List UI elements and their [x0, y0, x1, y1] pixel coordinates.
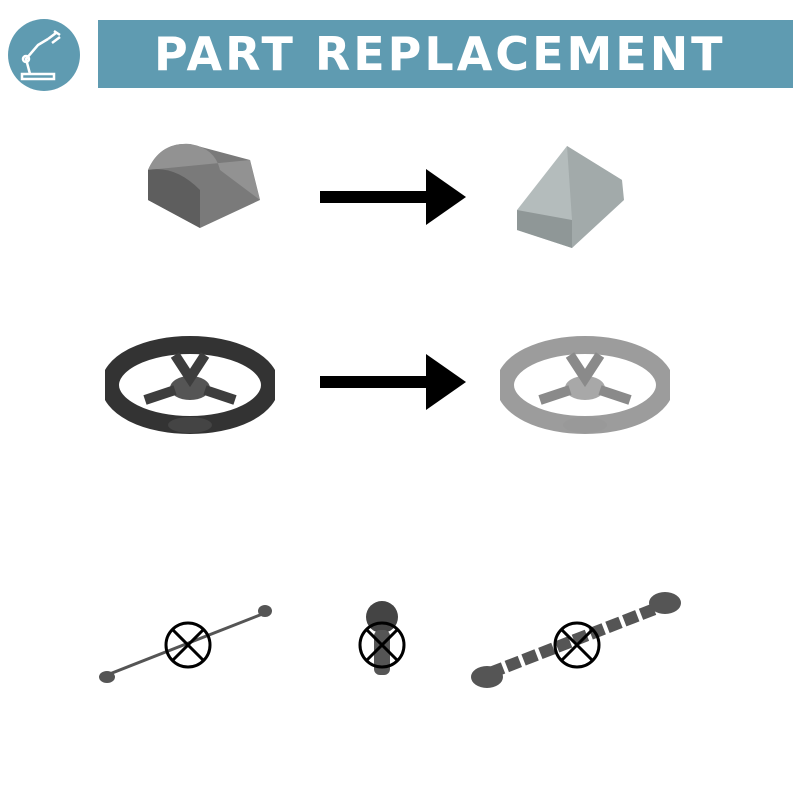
removed-cross-icon: [553, 621, 601, 669]
arrow-right-icon: [320, 354, 466, 410]
bar-with-studs-part: [99, 605, 272, 683]
page-title: PART REPLACEMENT: [154, 27, 726, 81]
arrow-right-icon: [320, 169, 466, 225]
light-gray-slope-part: [517, 146, 624, 248]
dark-gray-curved-slope-part: [148, 143, 260, 228]
removed-cross-icon: [358, 621, 406, 669]
antenna-ball-part: [358, 601, 406, 675]
gray-steering-wheel-part: [500, 336, 670, 434]
removed-cross-icon: [164, 621, 212, 669]
chain-part: [471, 592, 681, 688]
title-banner: PART REPLACEMENT: [98, 20, 793, 88]
black-steering-wheel-part: [105, 336, 275, 434]
robot-arm-icon: [8, 19, 80, 91]
